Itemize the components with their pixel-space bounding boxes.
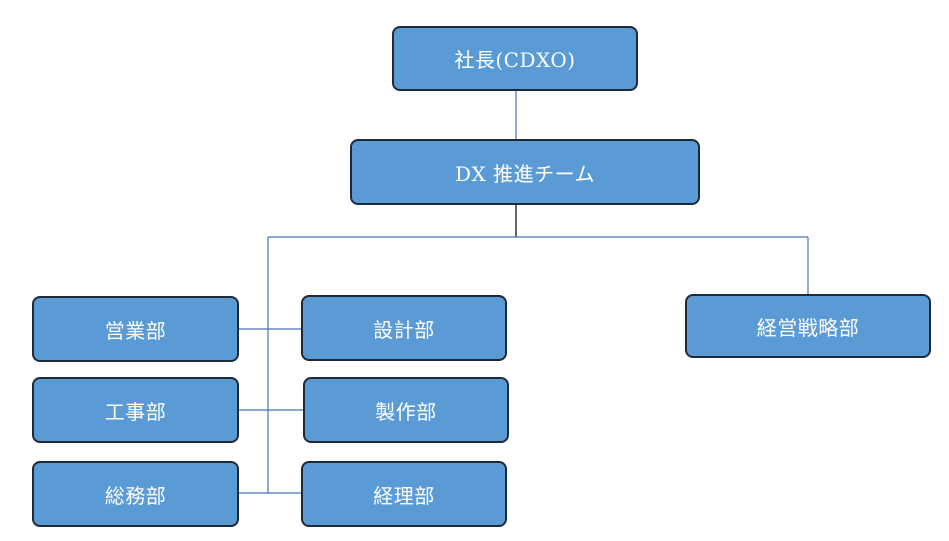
dept-box-eigyo: 営業部 xyxy=(32,296,239,362)
ceo-label: 社長(CDXO) xyxy=(454,48,576,72)
dept-box-somu: 総務部 xyxy=(32,461,239,527)
dept-label: 工事部 xyxy=(104,399,167,424)
dept-label: 経理部 xyxy=(373,483,435,508)
dept-box-seisaku: 製作部 xyxy=(303,377,509,443)
dept-box-keiri: 経理部 xyxy=(301,461,507,527)
dept-label: 製作部 xyxy=(375,399,437,424)
dept-box-sekkei: 設計部 xyxy=(301,295,507,361)
dept-label: 営業部 xyxy=(104,318,167,343)
ceo-box: 社長(CDXO) xyxy=(392,26,638,91)
dx-team-label: DX 推進チーム xyxy=(454,161,596,186)
dx-team-box: DX 推進チーム xyxy=(350,139,700,205)
dept-box-keiei-senryaku: 経営戦略部 xyxy=(685,294,931,358)
dept-label: 設計部 xyxy=(373,317,435,342)
dept-label: 総務部 xyxy=(104,483,167,508)
dept-label: 経営戦略部 xyxy=(756,315,860,340)
dept-box-koji: 工事部 xyxy=(32,377,239,443)
